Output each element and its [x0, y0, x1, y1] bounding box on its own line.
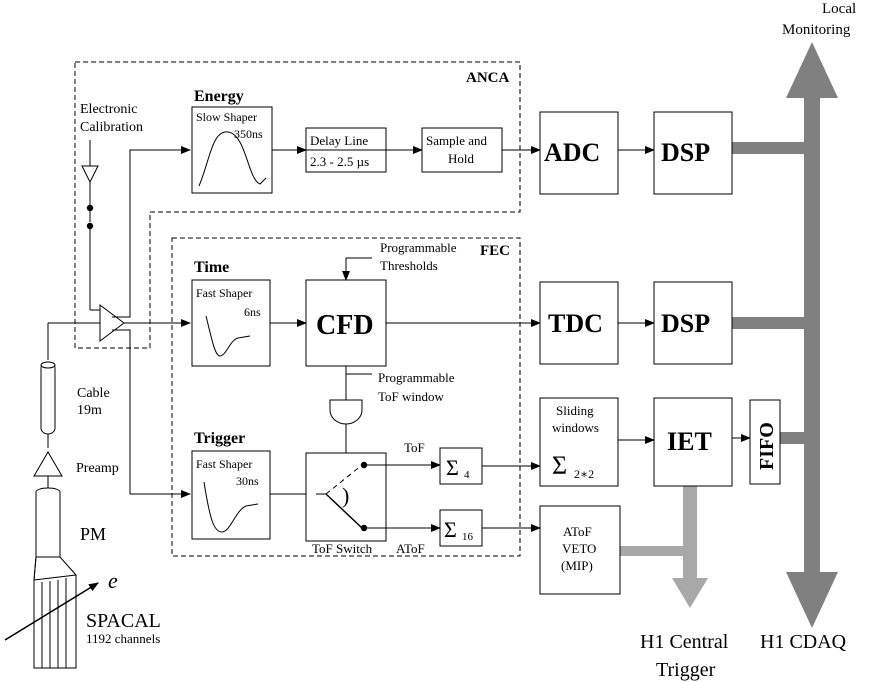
electronic-calibration-label-2: Calibration	[80, 120, 143, 135]
sum4-sigma: Σ	[446, 455, 459, 480]
trigger-heading: Trigger	[194, 430, 245, 447]
pm-tube-icon	[35, 492, 61, 558]
h1-central-trigger-label-1: H1 Central	[640, 631, 729, 653]
sum4-sub: 4	[464, 469, 470, 481]
spacal-module-icon	[33, 556, 77, 669]
slow-shaper-time: 350ns	[234, 127, 263, 141]
cable-label-2: 19m	[77, 403, 102, 418]
slow-pulse-icon	[198, 131, 267, 187]
cfd-label: CFD	[316, 310, 374, 341]
sum22-sigma: Σ	[552, 451, 567, 480]
tdc-box	[539, 281, 619, 365]
sum22-sub: 2∗2	[574, 467, 594, 481]
tof-label: ToF	[404, 440, 425, 455]
slow-shaper-box	[191, 106, 273, 194]
sum16-sub: 16	[462, 531, 474, 543]
dsp-mid-box	[653, 281, 733, 365]
fast-pulse-icon	[205, 315, 251, 357]
sample-hold-label-2: Hold	[448, 151, 475, 166]
prog-tof-label-2: ToF window	[378, 389, 445, 404]
h1-central-trigger-arrow	[672, 458, 708, 608]
anca-label: ANCA	[466, 70, 509, 86]
dsp-top-box	[653, 111, 733, 195]
adc-box	[539, 111, 619, 195]
local-monitoring-label-2: Monitoring	[782, 22, 851, 38]
delay-line-label-1: Delay Line	[310, 133, 368, 148]
electron-label: e	[108, 568, 118, 593]
dsp-mid-bus	[731, 317, 806, 329]
sliding-label-1: Sliding	[556, 403, 594, 418]
slow-shaper-label: Slow Shaper	[196, 110, 257, 124]
energy-heading: Energy	[194, 88, 244, 105]
prog-thresholds-label-1: Programmable	[380, 240, 457, 255]
switch-paren: )	[342, 483, 349, 508]
dsp-top-label: DSP	[661, 138, 710, 167]
fast-shaper-time-ns: 6ns	[244, 305, 261, 319]
preamp-icon	[33, 451, 63, 477]
spacal-label: SPACAL	[86, 610, 161, 632]
fast-shaper-trig-label: Fast Shaper	[196, 457, 252, 471]
calibration-buffer-icon	[81, 165, 99, 184]
prog-tof-label-1: Programmable	[378, 370, 455, 385]
switch-contact-bottom	[86, 222, 94, 230]
cfd-box	[305, 279, 387, 367]
tdc-label: TDC	[548, 309, 603, 338]
fast-shaper-time-box	[191, 279, 271, 367]
adc-label: ADC	[544, 138, 600, 167]
h1-cdaq-label: H1 CDAQ	[760, 631, 847, 653]
dsp-mid-label: DSP	[661, 309, 710, 338]
pm-label: PM	[80, 524, 106, 544]
fanout-amplifier-icon	[99, 304, 125, 342]
h1-central-trigger-label-2: Trigger	[656, 659, 716, 681]
sample-hold-box	[421, 127, 503, 173]
electronic-calibration-label-1: Electronic	[80, 102, 138, 117]
atof-label: AToF	[396, 541, 425, 556]
fifo-box	[749, 399, 781, 485]
atof-veto-label-2: VETO	[562, 541, 596, 556]
iet-label: IET	[667, 427, 712, 456]
local-monitoring-label-1: Local	[822, 1, 856, 17]
prog-thresholds-label-2: Thresholds	[380, 258, 438, 273]
sum16-sigma: Σ	[444, 517, 457, 542]
atof-veto-box	[539, 505, 621, 595]
spacal-channels-label: 1192 channels	[86, 631, 160, 646]
fifo-label: FIFO	[756, 422, 778, 470]
time-heading: Time	[194, 259, 229, 276]
atof-veto-label-1: AToF	[563, 524, 592, 539]
switch-contact-top	[86, 204, 94, 212]
tof-switch-box	[305, 452, 387, 542]
fec-region	[171, 237, 521, 557]
local-monitoring-arrow	[786, 42, 838, 628]
sliding-label-2: windows	[552, 420, 599, 435]
fast-shaper-time-label: Fast Shaper	[196, 286, 252, 300]
veto-bus	[620, 546, 697, 556]
sliding-windows-box	[539, 397, 619, 487]
cable-label-1: Cable	[77, 386, 110, 401]
sum4-box	[439, 447, 483, 485]
fifo-bus	[780, 432, 806, 444]
fast-shaper-trig-ns: 30ns	[236, 474, 259, 488]
and-gate-icon	[329, 399, 363, 425]
sum16-box	[439, 509, 483, 547]
sample-hold-label-1: Sample and	[426, 133, 488, 148]
dsp-top-bus	[731, 142, 806, 154]
cable-icon	[40, 361, 56, 435]
delay-line-label-2: 2.3 - 2.5 µs	[310, 154, 369, 169]
anca-region	[74, 61, 521, 349]
atof-veto-label-3: (MIP)	[561, 558, 593, 573]
trigger-pulse-icon	[203, 481, 259, 533]
tof-switch-label: ToF Switch	[312, 541, 373, 556]
fec-label: FEC	[480, 243, 510, 259]
preamp-label: Preamp	[76, 461, 119, 476]
iet-box	[653, 397, 733, 487]
